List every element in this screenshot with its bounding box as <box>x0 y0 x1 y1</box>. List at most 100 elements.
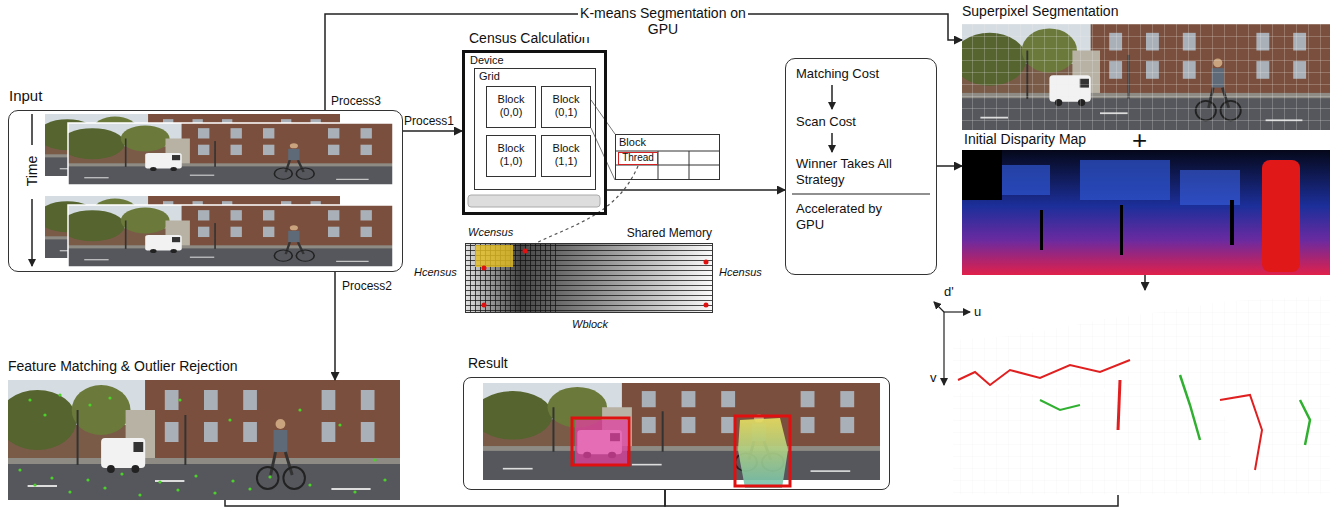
result-image-part <box>575 420 627 464</box>
connector <box>937 165 962 167</box>
census-art-part <box>523 249 528 254</box>
disparity-3d-view-part <box>958 360 1130 385</box>
note-label: Accelerated by GPU <box>796 201 906 233</box>
image-heading: Initial Disparity Map <box>964 131 1086 147</box>
axis-label: Time <box>24 147 40 195</box>
disparity-3d-view-part <box>943 312 944 385</box>
connector <box>1144 275 1146 290</box>
feature-matching-image-part-part <box>120 472 123 475</box>
disparity-3d-view-part <box>944 311 970 312</box>
disparity-3d-view-part <box>935 296 1330 494</box>
disparity-3d-view-part <box>1220 395 1262 470</box>
pipeline-arrows <box>792 85 930 194</box>
pipeline-box: Matching CostScan CostWinner Takes All S… <box>785 58 937 275</box>
feature-matching-image-part-part <box>373 458 376 461</box>
result-image-part <box>572 418 629 465</box>
disparity-3d-view-part <box>934 302 944 312</box>
feature-matching-image-part-part <box>178 398 181 401</box>
step-label: Scan Cost <box>796 114 856 130</box>
feature-matching-image-part-part <box>194 474 197 477</box>
block-label: Block (1,0) <box>487 142 535 168</box>
input-images <box>32 114 393 267</box>
strip-heading: Shared Memory <box>627 226 712 240</box>
device-box: Census CalculationDeviceGridBlock (0,0)B… <box>462 50 607 215</box>
block-box: Block (1,1) <box>541 135 591 177</box>
disparity-3d-view-part <box>945 296 1330 494</box>
feature-matching-image-part-part <box>28 398 31 401</box>
feature-matching-image-part-part <box>103 486 106 489</box>
feature-matching-image-part-part <box>228 418 231 421</box>
pipeline-arrows-part <box>831 133 833 152</box>
disparity-image-part <box>1040 210 1043 250</box>
superpixel-image-part <box>953 24 1330 130</box>
feature-matching-image-part-part <box>108 396 111 399</box>
connector <box>225 490 665 506</box>
box-label: Block <box>619 135 646 150</box>
dimension-label: Hcensus <box>414 266 457 278</box>
census-art-part <box>689 151 690 180</box>
input-panel: Input <box>8 110 403 272</box>
disparity-3d-view-part <box>1040 400 1080 410</box>
disparity-image <box>962 150 1330 275</box>
step-label: Winner Takes All Strategy <box>796 156 921 188</box>
disparity-image-part <box>1120 205 1123 255</box>
dimension-label: Wcensus <box>468 226 513 238</box>
census-art-part <box>465 243 713 313</box>
feature-matching-image <box>0 380 400 500</box>
dimension-label: Hcensus <box>719 266 762 278</box>
input-images-part <box>31 199 33 266</box>
panel-heading: Input <box>9 87 42 104</box>
input-images-part <box>60 205 393 267</box>
disparity-image: Initial Disparity Map <box>962 150 1330 275</box>
census-art-part <box>704 303 709 308</box>
step-label: Matching Cost <box>796 66 879 82</box>
result-panel: Result <box>463 377 890 490</box>
feature-matching-image-part-part <box>50 476 53 479</box>
feature-matching-image-part-part <box>248 487 251 490</box>
disparity-image-part <box>1080 160 1170 200</box>
pipeline-arrows-part <box>792 193 930 194</box>
feature-matching-image-part <box>18 393 386 496</box>
disparity-image-part <box>1262 160 1300 272</box>
input-images-part <box>31 114 33 145</box>
feature-matching-image-part-part <box>268 475 271 478</box>
result-image <box>473 383 880 488</box>
result-image-part <box>735 416 790 486</box>
disparity-image-part <box>1230 200 1234 245</box>
feature-matching-image-part-part <box>158 480 161 483</box>
connector <box>403 130 462 132</box>
block-label: Block (0,0) <box>487 93 535 119</box>
image-heading: Feature Matching & Outlier Rejection <box>8 358 238 374</box>
feature-matching-image-part-part <box>298 408 301 411</box>
box-label: Device <box>470 54 504 66</box>
block-box: Block (0,0) <box>486 86 536 128</box>
feature-matching-image-part-part <box>88 403 91 406</box>
cell-label: Thread <box>619 152 657 164</box>
disparity-image-part <box>962 150 1002 200</box>
disparity-image-part <box>962 150 1330 275</box>
connector <box>607 189 785 191</box>
feature-matching-image-part <box>0 380 400 500</box>
edge-label: K-means Segmentation on GPU <box>578 5 748 37</box>
image-heading: Superpixel Segmentation <box>962 3 1118 19</box>
pipeline-arrows-part <box>831 85 833 109</box>
panel-heading: Result <box>468 355 508 371</box>
feature-matching-image-part-part <box>176 488 179 491</box>
feature-matching-image-part-part <box>33 483 36 486</box>
feature-matching-image-part-part <box>58 393 61 396</box>
input-images-part <box>68 123 393 185</box>
plus-sign: + <box>1132 128 1147 152</box>
connector <box>334 272 336 380</box>
input-images-part <box>68 205 393 267</box>
axis-label: u <box>974 304 981 319</box>
census-art-part <box>482 303 487 308</box>
superpixel-image <box>953 24 1330 130</box>
superpixel-image: Superpixel Segmentation <box>962 24 1330 130</box>
census-art-part <box>704 260 709 265</box>
dimension-label: Wblock <box>572 318 608 330</box>
disparity-3d-view: d'uv <box>922 290 1330 495</box>
grid-box: GridBlock (0,0)Block (0,1)Block (1,0)Blo… <box>474 68 596 190</box>
block-label: Block (0,1) <box>542 93 590 119</box>
